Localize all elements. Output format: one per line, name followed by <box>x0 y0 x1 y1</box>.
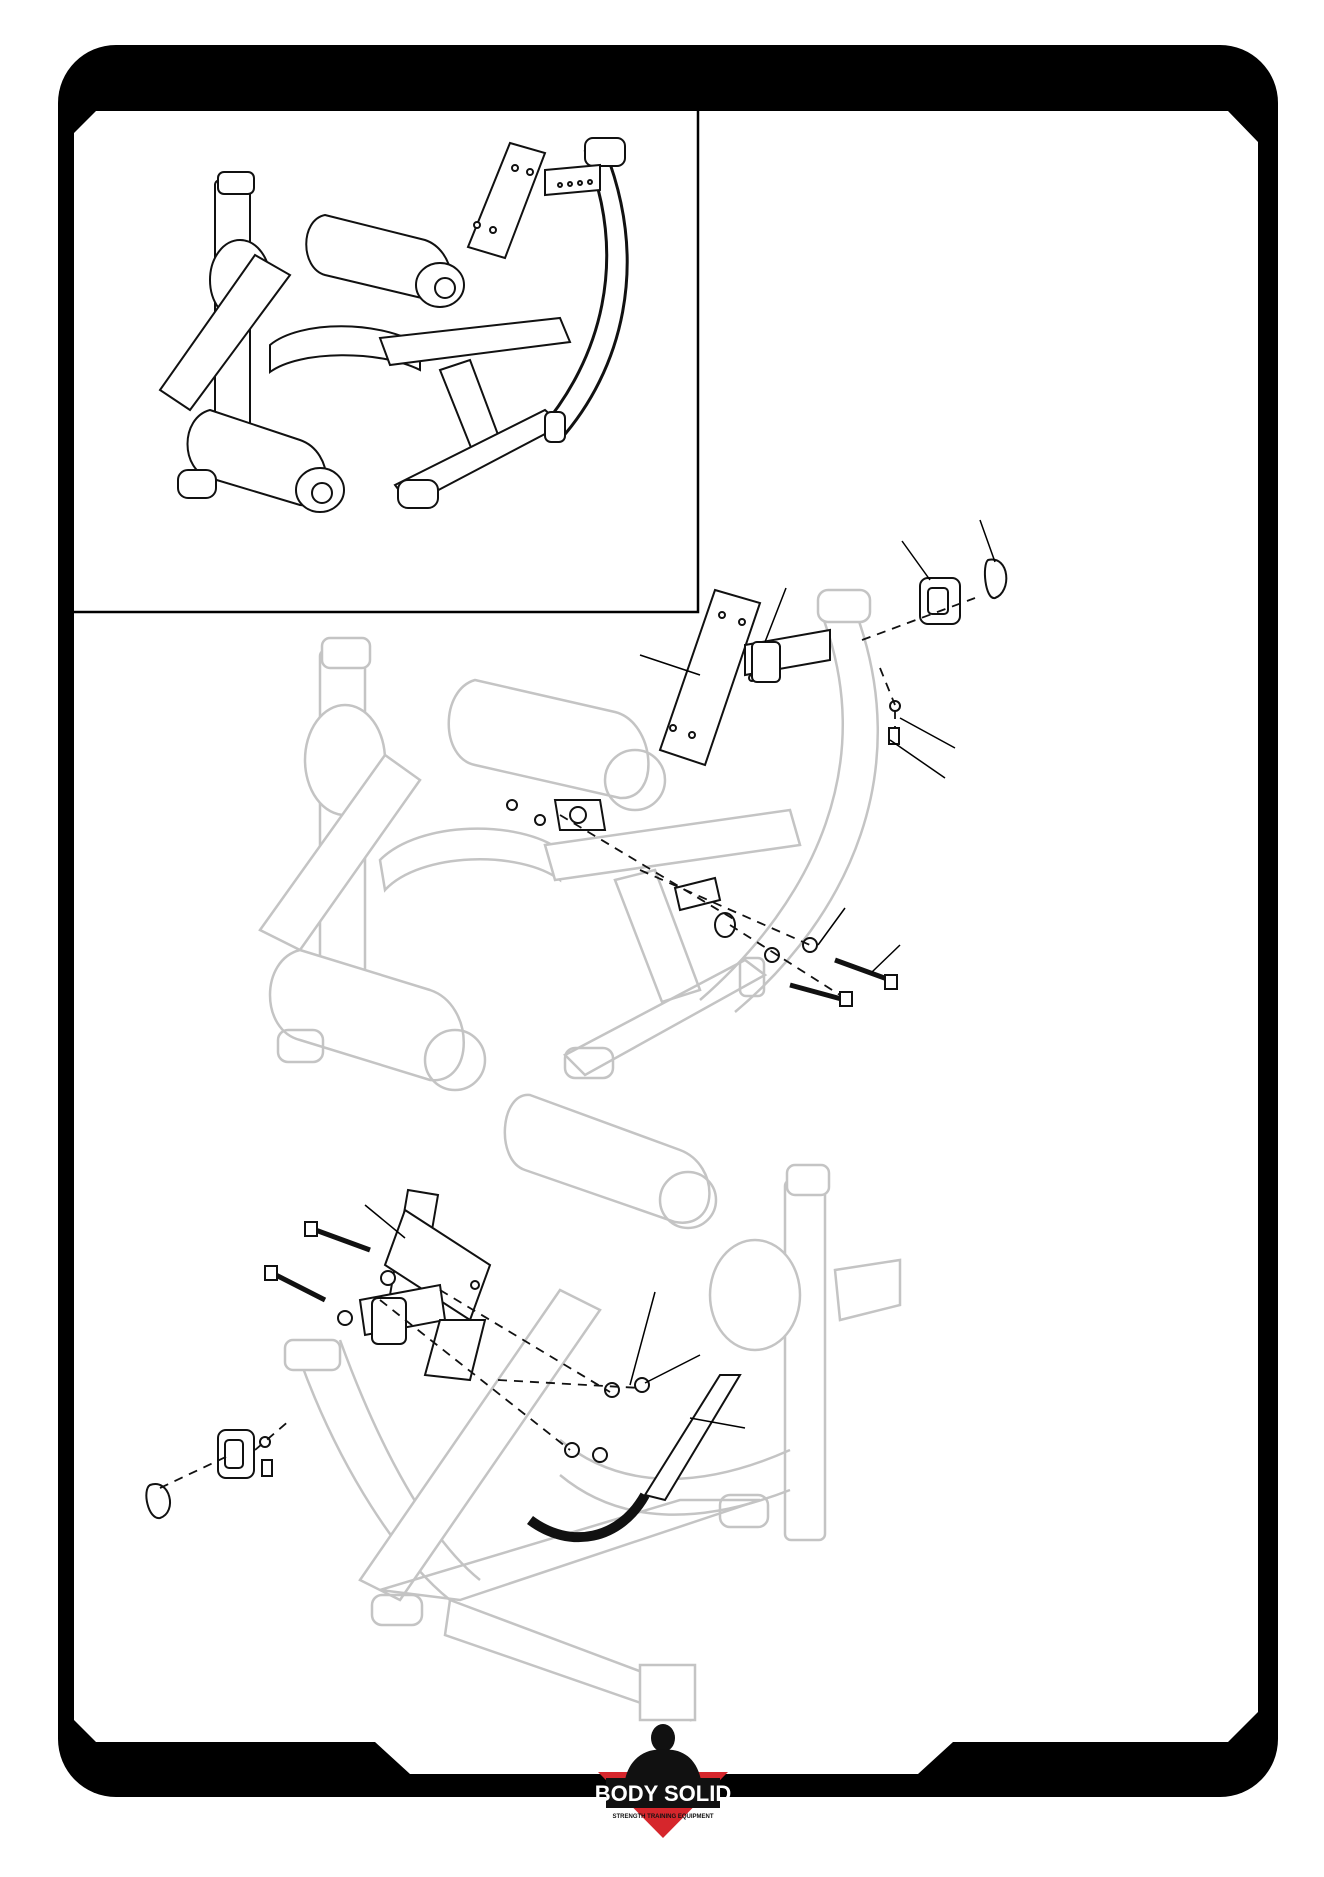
logo-wordmark: BODY SOLID <box>595 1781 732 1806</box>
logo-tagline: STRENGTH TRAINING EQUIPMENT <box>612 1814 713 1820</box>
logo-figure-icon <box>651 1724 675 1752</box>
